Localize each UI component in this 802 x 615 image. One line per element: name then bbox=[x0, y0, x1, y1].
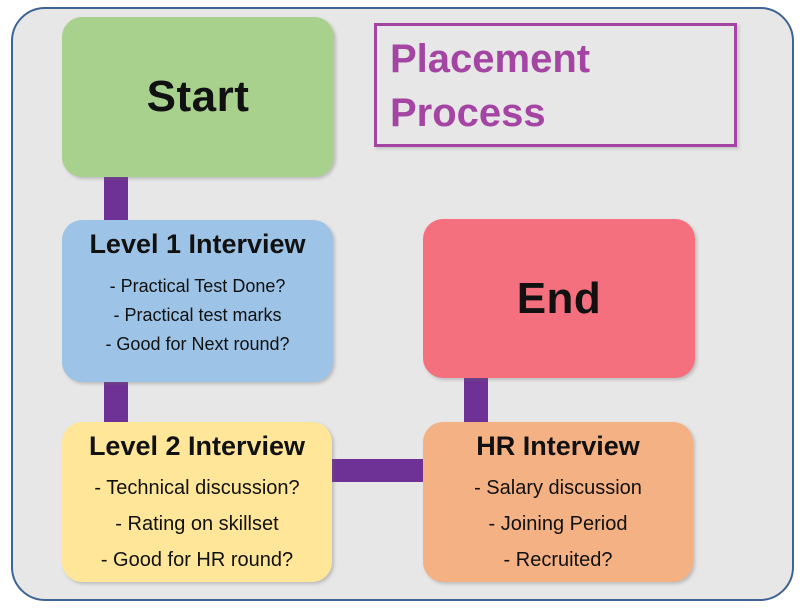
node-item: - Technical discussion? bbox=[94, 477, 300, 499]
node-level2-items: - Technical discussion? - Rating on skil… bbox=[94, 470, 299, 578]
node-hr-items: - Salary discussion - Joining Period - R… bbox=[474, 470, 642, 578]
flow-node-end: End bbox=[423, 219, 695, 378]
node-level1-items: - Practical Test Done? - Practical test … bbox=[105, 272, 289, 359]
node-level1-heading: Level 1 Interview bbox=[89, 229, 306, 259]
connector-level2-to-hr bbox=[328, 459, 428, 482]
connector-start-to-level1 bbox=[104, 170, 128, 226]
flow-node-start: Start bbox=[62, 17, 334, 177]
node-item: - Practical test marks bbox=[113, 305, 282, 325]
flow-node-hr-interview: HR Interview - Salary discussion - Joini… bbox=[423, 422, 693, 582]
node-item: - Recruited? bbox=[503, 549, 613, 571]
connector-level1-to-level2 bbox=[104, 376, 128, 428]
node-item: - Rating on skillset bbox=[115, 513, 279, 535]
flow-node-level2-interview: Level 2 Interview - Technical discussion… bbox=[62, 422, 332, 582]
node-start-label: Start bbox=[146, 72, 250, 121]
node-end-label: End bbox=[516, 273, 602, 323]
node-item: - Practical Test Done? bbox=[109, 276, 286, 296]
node-hr-heading: HR Interview bbox=[476, 431, 640, 461]
diagram-title-box: Placement Process bbox=[374, 23, 737, 147]
node-item: - Good for Next round? bbox=[105, 334, 290, 354]
node-item: - Salary discussion bbox=[474, 477, 642, 499]
diagram-title: Placement Process bbox=[390, 37, 591, 135]
node-item: - Joining Period bbox=[488, 513, 628, 535]
node-item: - Good for HR round? bbox=[100, 549, 294, 571]
node-level2-heading: Level 2 Interview bbox=[88, 431, 306, 461]
flow-node-level1-interview: Level 1 Interview - Practical Test Done?… bbox=[62, 220, 333, 382]
connector-hr-to-end bbox=[464, 372, 488, 428]
